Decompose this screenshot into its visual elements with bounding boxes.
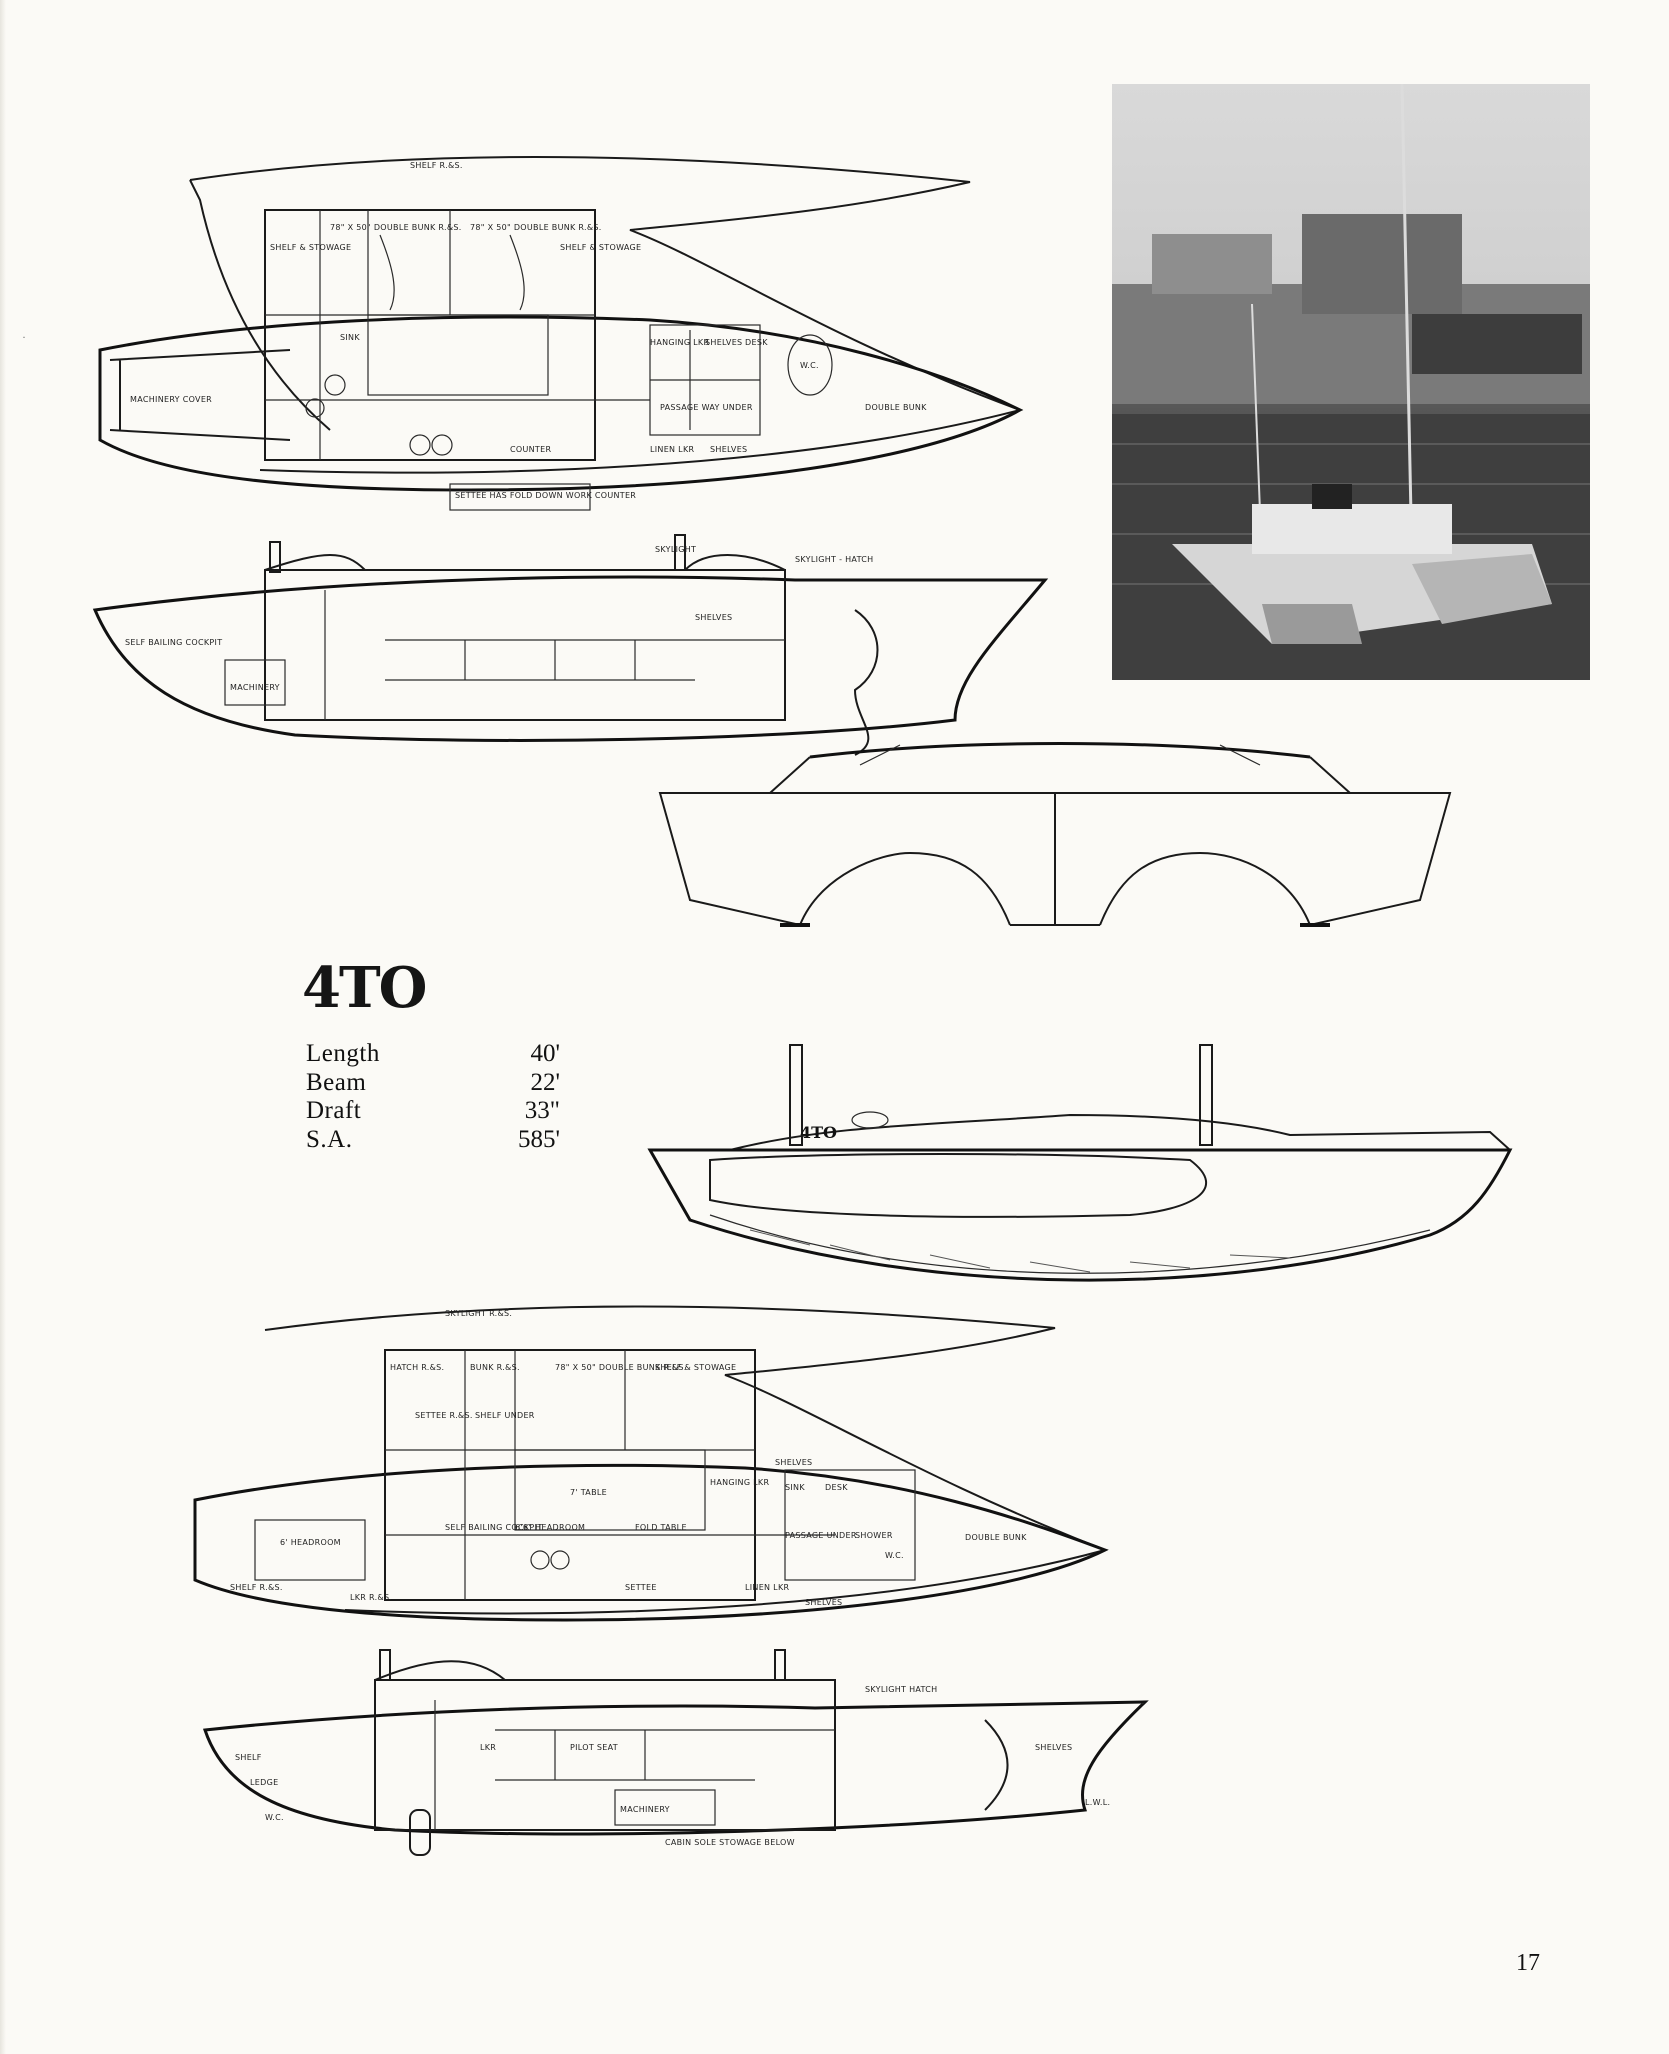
svg-text:Passage Way Under: Passage Way Under bbox=[660, 403, 753, 412]
spec-row: S.A. 585' bbox=[306, 1126, 560, 1155]
accommodation-plan-top: Shelf R.&S. Shelf & Stowage 78" X 50" Do… bbox=[98, 156, 1024, 511]
svg-text:Machinery: Machinery bbox=[230, 683, 280, 692]
svg-text:Settee has fold down work coun: Settee has fold down work counter bbox=[455, 491, 636, 500]
spec-value: 585' bbox=[517, 1125, 560, 1153]
svg-text:Shelf & Stowage: Shelf & Stowage bbox=[655, 1363, 736, 1372]
model-logo: 4TO bbox=[302, 955, 427, 1021]
svg-text:Hanging Lkr: Hanging Lkr bbox=[710, 1478, 769, 1487]
spec-label: S.A. bbox=[306, 1125, 353, 1153]
svg-text:Fold Table: Fold Table bbox=[635, 1523, 687, 1532]
svg-text:Skylight Hatch: Skylight Hatch bbox=[865, 1685, 937, 1694]
svg-text:78" X 50" Double Bunk R.&S.: 78" X 50" Double Bunk R.&S. bbox=[470, 223, 602, 232]
svg-text:Shelves: Shelves bbox=[805, 1598, 842, 1607]
svg-text:Shelves: Shelves bbox=[695, 613, 732, 622]
svg-text:Skylight - Hatch: Skylight - Hatch bbox=[795, 555, 874, 564]
svg-text:Shower: Shower bbox=[855, 1531, 893, 1540]
svg-text:7' Table: 7' Table bbox=[570, 1488, 607, 1497]
svg-text:4TO: 4TO bbox=[800, 1123, 837, 1142]
svg-text:Ledge: Ledge bbox=[250, 1778, 278, 1787]
svg-text:78" X 50" Double Bunk R.&S.: 78" X 50" Double Bunk R.&S. bbox=[330, 223, 462, 232]
svg-text:L.W.L.: L.W.L. bbox=[1085, 1798, 1110, 1807]
spec-row: Beam 22' bbox=[306, 1069, 560, 1098]
svg-text:Linen Lkr: Linen Lkr bbox=[745, 1583, 789, 1592]
spec-value: 22' bbox=[530, 1068, 560, 1096]
bow-elevation bbox=[658, 742, 1452, 927]
svg-text:Shelf R.&S.: Shelf R.&S. bbox=[230, 1583, 283, 1592]
svg-text:Bunk R.&S.: Bunk R.&S. bbox=[470, 1363, 520, 1372]
page-number: 17 bbox=[1516, 1950, 1540, 1976]
svg-text:Machinery Cover: Machinery Cover bbox=[130, 395, 212, 404]
svg-text:Shelf Under: Shelf Under bbox=[475, 1411, 535, 1420]
svg-text:78" X 50" Double Bunk R.&S.: 78" X 50" Double Bunk R.&S. bbox=[555, 1363, 687, 1372]
svg-text:Desk: Desk bbox=[825, 1483, 848, 1492]
spec-row: Draft 33" bbox=[306, 1097, 560, 1126]
svg-text:Sink: Sink bbox=[340, 333, 360, 342]
spec-label: Draft bbox=[306, 1097, 362, 1124]
svg-text:Shelves: Shelves bbox=[705, 338, 742, 347]
spec-table: Length 40' Beam 22' Draft 33" S.A. 585' bbox=[306, 1040, 560, 1154]
page-edge-shadow bbox=[0, 0, 6, 2054]
catamaran-photo bbox=[1112, 84, 1590, 680]
svg-text:W.C.: W.C. bbox=[885, 1551, 904, 1560]
svg-text:Shelf & Stowage: Shelf & Stowage bbox=[560, 243, 641, 252]
svg-text:Self Bailing Cockpit: Self Bailing Cockpit bbox=[445, 1523, 542, 1532]
svg-text:Counter: Counter bbox=[510, 445, 551, 454]
spec-row: Length 40' bbox=[306, 1040, 560, 1069]
svg-text:Settee: Settee bbox=[625, 1583, 657, 1592]
svg-text:Shelf & Stowage: Shelf & Stowage bbox=[270, 243, 351, 252]
svg-text:Lkr R.&S.: Lkr R.&S. bbox=[350, 1593, 392, 1602]
svg-text:6' Headroom: 6' Headroom bbox=[280, 1538, 341, 1547]
svg-text:Shelves: Shelves bbox=[710, 445, 747, 454]
svg-text:Skylight R.&S.: Skylight R.&S. bbox=[445, 1309, 512, 1318]
svg-text:Shelf: Shelf bbox=[235, 1753, 262, 1762]
svg-text:Hatch R.&S.: Hatch R.&S. bbox=[390, 1363, 444, 1372]
svg-text:Lkr: Lkr bbox=[480, 1743, 496, 1752]
svg-text:Shelf R.&S.: Shelf R.&S. bbox=[410, 161, 463, 170]
svg-text:Pilot Seat: Pilot Seat bbox=[570, 1743, 618, 1752]
svg-text:Shelves: Shelves bbox=[775, 1458, 812, 1467]
svg-text:Double Bunk: Double Bunk bbox=[965, 1533, 1027, 1542]
spec-value: 33" bbox=[524, 1097, 560, 1124]
inboard-profile-bottom: Skylight Hatch Shelf Ledge Lkr Pilot Sea… bbox=[202, 1649, 1149, 1856]
svg-text:Desk: Desk bbox=[745, 338, 768, 347]
svg-text:Cabin Sole Stowage Below: Cabin Sole Stowage Below bbox=[665, 1838, 795, 1847]
svg-text:Sink: Sink bbox=[785, 1483, 805, 1492]
svg-text:Machinery: Machinery bbox=[620, 1805, 670, 1814]
accommodation-plan-bottom: Skylight R.&S. Hatch R.&S. Bunk R.&S. 78… bbox=[193, 1305, 1109, 1622]
svg-text:Self Bailing Cockpit: Self Bailing Cockpit bbox=[125, 638, 222, 647]
scan-speck: · bbox=[22, 330, 26, 344]
svg-text:Shelves: Shelves bbox=[1035, 1743, 1072, 1752]
svg-text:Settee R.&S.: Settee R.&S. bbox=[415, 1411, 473, 1420]
svg-text:Passage Under: Passage Under bbox=[785, 1531, 857, 1540]
svg-text:Skylight: Skylight bbox=[655, 545, 696, 554]
svg-text:W.C.: W.C. bbox=[800, 361, 819, 370]
spec-label: Length bbox=[306, 1040, 380, 1067]
svg-text:Hanging Lkr: Hanging Lkr bbox=[650, 338, 709, 347]
svg-text:Linen Lkr: Linen Lkr bbox=[650, 445, 694, 454]
spec-label: Beam bbox=[306, 1068, 367, 1096]
svg-text:W.C.: W.C. bbox=[265, 1813, 284, 1822]
svg-text:6'6" Headroom: 6'6" Headroom bbox=[515, 1523, 585, 1532]
spec-value: 40' bbox=[530, 1040, 560, 1067]
svg-text:Double Bunk: Double Bunk bbox=[865, 403, 927, 412]
outboard-profile: 4TO bbox=[647, 1044, 1513, 1282]
inboard-profile-top: Skylight Skylight - Hatch Self Bailing C… bbox=[92, 534, 1049, 756]
